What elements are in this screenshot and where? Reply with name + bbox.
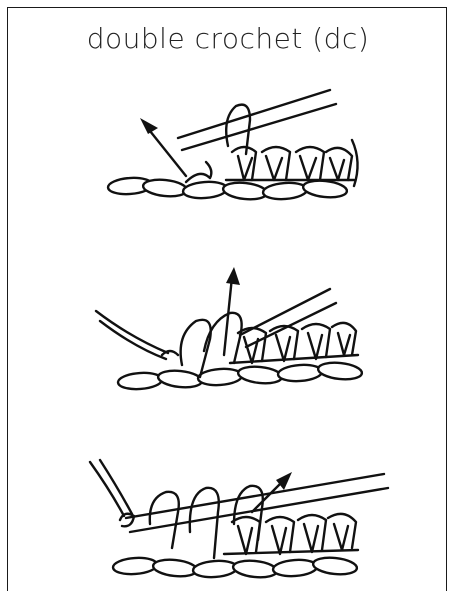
arrow-icon <box>224 267 240 355</box>
step-1-drawing <box>0 70 456 220</box>
step-1-illustration <box>0 70 456 220</box>
page-title: double crochet (dc) <box>0 22 456 55</box>
worked-stitches <box>230 323 358 363</box>
foundation-chain <box>112 556 357 580</box>
step-3-illustration <box>0 440 456 590</box>
step-3-drawing <box>0 440 456 590</box>
step-2-illustration <box>0 255 456 405</box>
step-2-drawing <box>0 255 456 405</box>
arrow-icon <box>140 118 186 176</box>
foundation-chain <box>117 361 362 391</box>
worked-stitches <box>224 514 358 554</box>
